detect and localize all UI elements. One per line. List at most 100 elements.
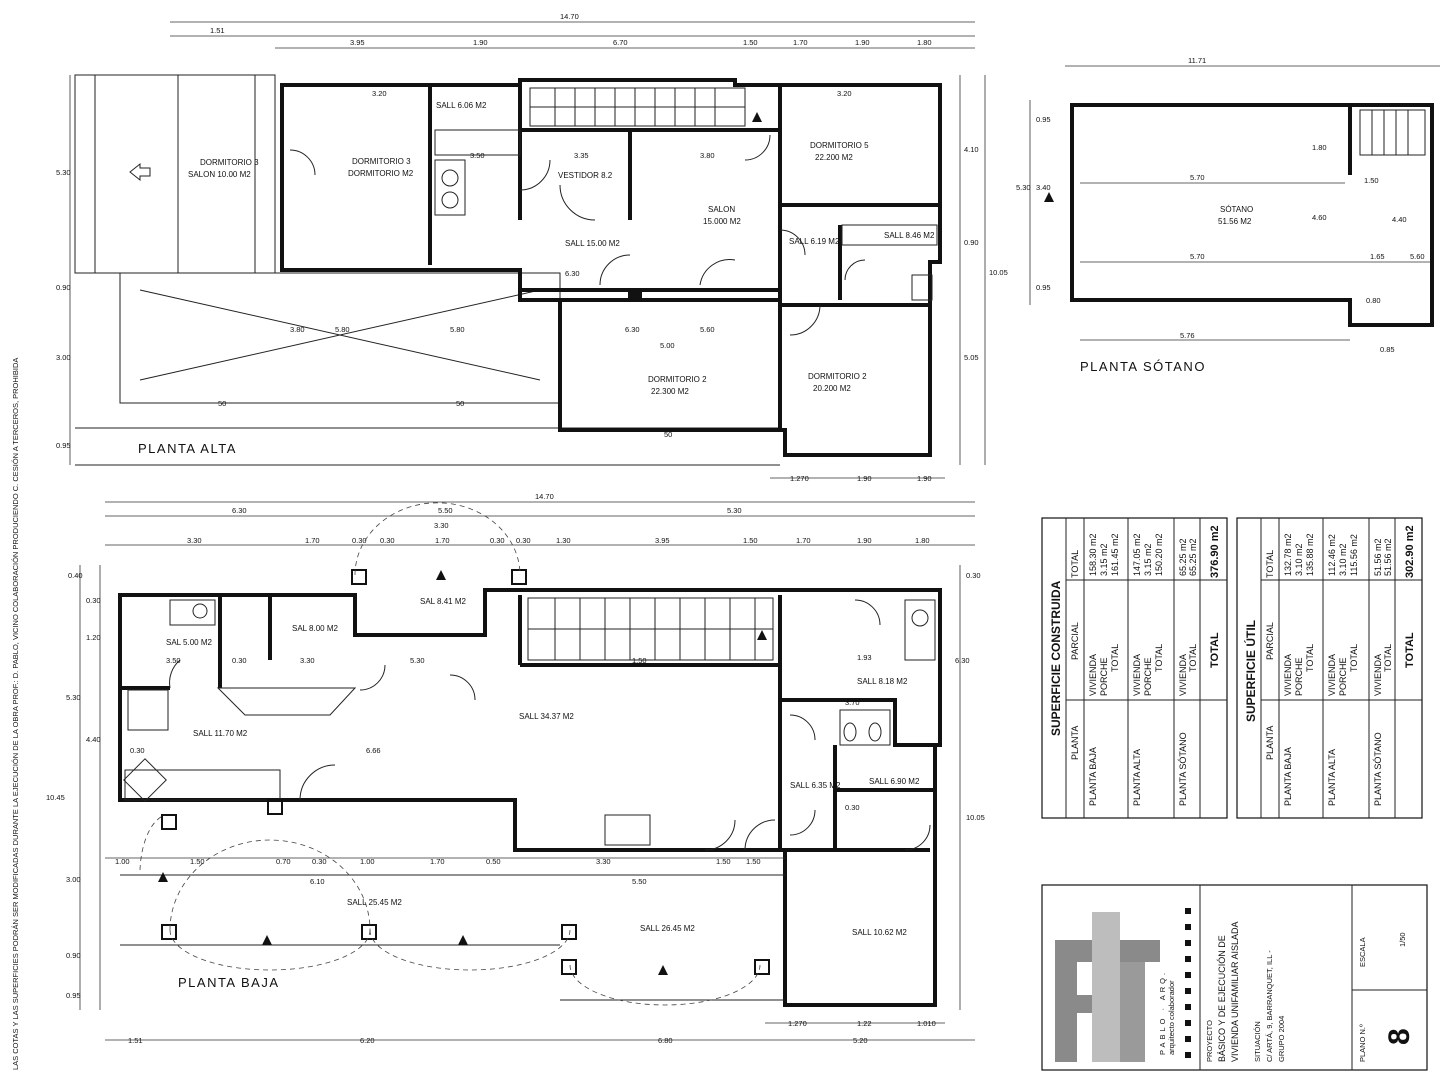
dim-baja-top: 0.30 bbox=[516, 536, 531, 545]
dim-alta-top: 1.90 bbox=[473, 38, 488, 47]
table-cell: 112.46 m2 bbox=[1327, 534, 1337, 576]
dim-baja-left: 0.40 bbox=[68, 571, 83, 580]
table-total: 376.90 m2 bbox=[1209, 525, 1221, 578]
dim-sotano: 5.76 bbox=[1180, 331, 1195, 340]
room-label: SALL 34.37 M2 bbox=[519, 712, 574, 721]
table-header: PLANTA bbox=[1265, 726, 1275, 760]
dim-baja-top: 3.30 bbox=[434, 521, 449, 530]
table-cell: 135.88 m2 bbox=[1305, 533, 1315, 576]
dim-label: 50 bbox=[218, 399, 226, 408]
table-superficie-util: SUPERFICIE ÚTIL PLANTA PARCIAL TOTAL PLA… bbox=[1236, 517, 1423, 819]
situacion: C/ ARTÁ, 9, BARRANQUET, ILL - bbox=[1265, 950, 1274, 1062]
dim-alta-top: 1.70 bbox=[793, 38, 808, 47]
dim-baja-left: 0.90 bbox=[66, 951, 81, 960]
dim-baja-bottom: 1.010 bbox=[917, 1019, 936, 1028]
room-area: DORMITORIO M2 bbox=[348, 169, 414, 178]
firm-subtitle: arquitecto colaborador bbox=[1167, 980, 1176, 1055]
dim-alta-right: 4.10 bbox=[964, 145, 979, 154]
room-label: VESTIDOR 8.2 bbox=[558, 171, 613, 180]
dim-baja-left: 10.45 bbox=[46, 793, 65, 802]
dim-alta-total: 14.70 bbox=[560, 12, 579, 21]
dim-sotano: 0.85 bbox=[1380, 345, 1395, 354]
table-cell: VIVIENDA bbox=[1132, 654, 1142, 696]
table-cell: PORCHE bbox=[1294, 657, 1304, 696]
dim-sotano: 0.80 bbox=[1366, 296, 1381, 305]
table-cell: VIVIENDA bbox=[1283, 654, 1293, 696]
dim-baja-top: 0.30 bbox=[352, 536, 367, 545]
room-label: SALL 6.90 M2 bbox=[869, 777, 920, 786]
dim-sotano: 5.30 bbox=[1016, 183, 1031, 192]
room-label: SALL 6.19 M2 bbox=[789, 237, 840, 246]
dim-baja-left: 1.20 bbox=[86, 633, 101, 642]
dim-baja-row: 0.50 bbox=[486, 857, 501, 866]
dim-baja-row: 1.70 bbox=[430, 857, 445, 866]
room-label: DORMITORIO 2 bbox=[648, 375, 707, 384]
table-cell: 3.10 m2 bbox=[1294, 543, 1304, 576]
dim-baja-top: 1.70 bbox=[435, 536, 450, 545]
title-block: PABLO · ARQ. arquitecto colaborador PROY… bbox=[1041, 884, 1428, 1071]
table-cell: VIVIENDA bbox=[1178, 654, 1188, 696]
table-total-label: TOTAL bbox=[1209, 632, 1221, 668]
dim-baja-top: 1.90 bbox=[857, 536, 872, 545]
table-cell: 161.45 m2 bbox=[1110, 533, 1120, 576]
dim-baja-top: 0.30 bbox=[380, 536, 395, 545]
table-cell: 51.56 m2 bbox=[1383, 538, 1393, 576]
firm-logo-icon bbox=[1055, 912, 1160, 1062]
room-label: SALL 26.45 M2 bbox=[640, 924, 695, 933]
dim-baja-right: 10.05 bbox=[966, 813, 985, 822]
room-label: SALON bbox=[708, 205, 735, 214]
dim-label: 5.60 bbox=[700, 325, 715, 334]
dim-alta-left: 0.95 bbox=[56, 441, 71, 450]
dim-label: 0.30 bbox=[845, 803, 860, 812]
dim-sotano: 5.70 bbox=[1190, 173, 1205, 182]
table-cell: PLANTA SÓTANO bbox=[1178, 732, 1188, 806]
table-cell: PLANTA BAJA bbox=[1283, 747, 1293, 806]
table-cell: PORCHE bbox=[1099, 657, 1109, 696]
dim-label: 3.50 bbox=[470, 151, 485, 160]
room-label: DORMITORIO 5 bbox=[810, 141, 869, 150]
dim-alta-top: 1.51 bbox=[210, 26, 225, 35]
table-header: PARCIAL bbox=[1070, 622, 1080, 660]
escala-label: ESCALA bbox=[1358, 937, 1367, 967]
table-cell: 158.30 m2 bbox=[1088, 533, 1098, 576]
dim-alta-left: 0.90 bbox=[56, 283, 71, 292]
table-cell: PLANTA SÓTANO bbox=[1373, 732, 1383, 806]
dim-baja-bottom: 1.51 bbox=[128, 1036, 143, 1045]
room-area: 22.200 M2 bbox=[815, 153, 853, 162]
dim-baja-left: 0.95 bbox=[66, 991, 81, 1000]
dim-baja-top: 6.30 bbox=[232, 506, 247, 515]
dim-sotano: 0.95 bbox=[1036, 115, 1051, 124]
dim-label: 50 bbox=[456, 399, 464, 408]
room-label: SAL 5.00 M2 bbox=[166, 638, 213, 647]
table-cell: PLANTA ALTA bbox=[1132, 749, 1142, 806]
room-label: SALL 6.06 M2 bbox=[436, 101, 487, 110]
dim-alta-top: 3.95 bbox=[350, 38, 365, 47]
planta-baja: 14.70 6.30 5.50 5.30 3.30 3.30 1.70 0.30… bbox=[46, 492, 985, 1045]
table-cell: TOTAL bbox=[1383, 644, 1393, 672]
room-area: SALON 10.00 M2 bbox=[188, 170, 251, 179]
plano-label: PLANO N.º bbox=[1358, 1024, 1367, 1062]
room-area: 20.200 M2 bbox=[813, 384, 851, 393]
dim-label: 1.50 bbox=[632, 656, 647, 665]
room-area: 51.56 M2 bbox=[1218, 217, 1252, 226]
dim-alta-top: 1.90 bbox=[855, 38, 870, 47]
table-cell: TOTAL bbox=[1349, 644, 1359, 672]
dim-baja-row: 1.50 bbox=[716, 857, 731, 866]
room-label: DORMITORIO 3 bbox=[352, 157, 411, 166]
table-cell: PORCHE bbox=[1338, 657, 1348, 696]
dim-baja-right: 0.30 bbox=[966, 571, 981, 580]
table-cell: TOTAL bbox=[1154, 644, 1164, 672]
dim-label: 3.30 bbox=[300, 656, 315, 665]
dim-baja-top: 1.70 bbox=[796, 536, 811, 545]
dim-sotano: 5.60 bbox=[1410, 252, 1425, 261]
proyecto-label: PROYECTO bbox=[1205, 1020, 1214, 1062]
dim-alta-bottom: 1.270 bbox=[790, 474, 809, 483]
table-header: TOTAL bbox=[1265, 550, 1275, 578]
table-header: TOTAL bbox=[1070, 550, 1080, 578]
dim-alta-right: 5.05 bbox=[964, 353, 979, 362]
table-cell: PORCHE bbox=[1143, 657, 1153, 696]
dim-baja-bottom: 5.20 bbox=[853, 1036, 868, 1045]
dim-baja-bottom: 1.270 bbox=[788, 1019, 807, 1028]
dim-label: 3.80 bbox=[290, 325, 305, 334]
